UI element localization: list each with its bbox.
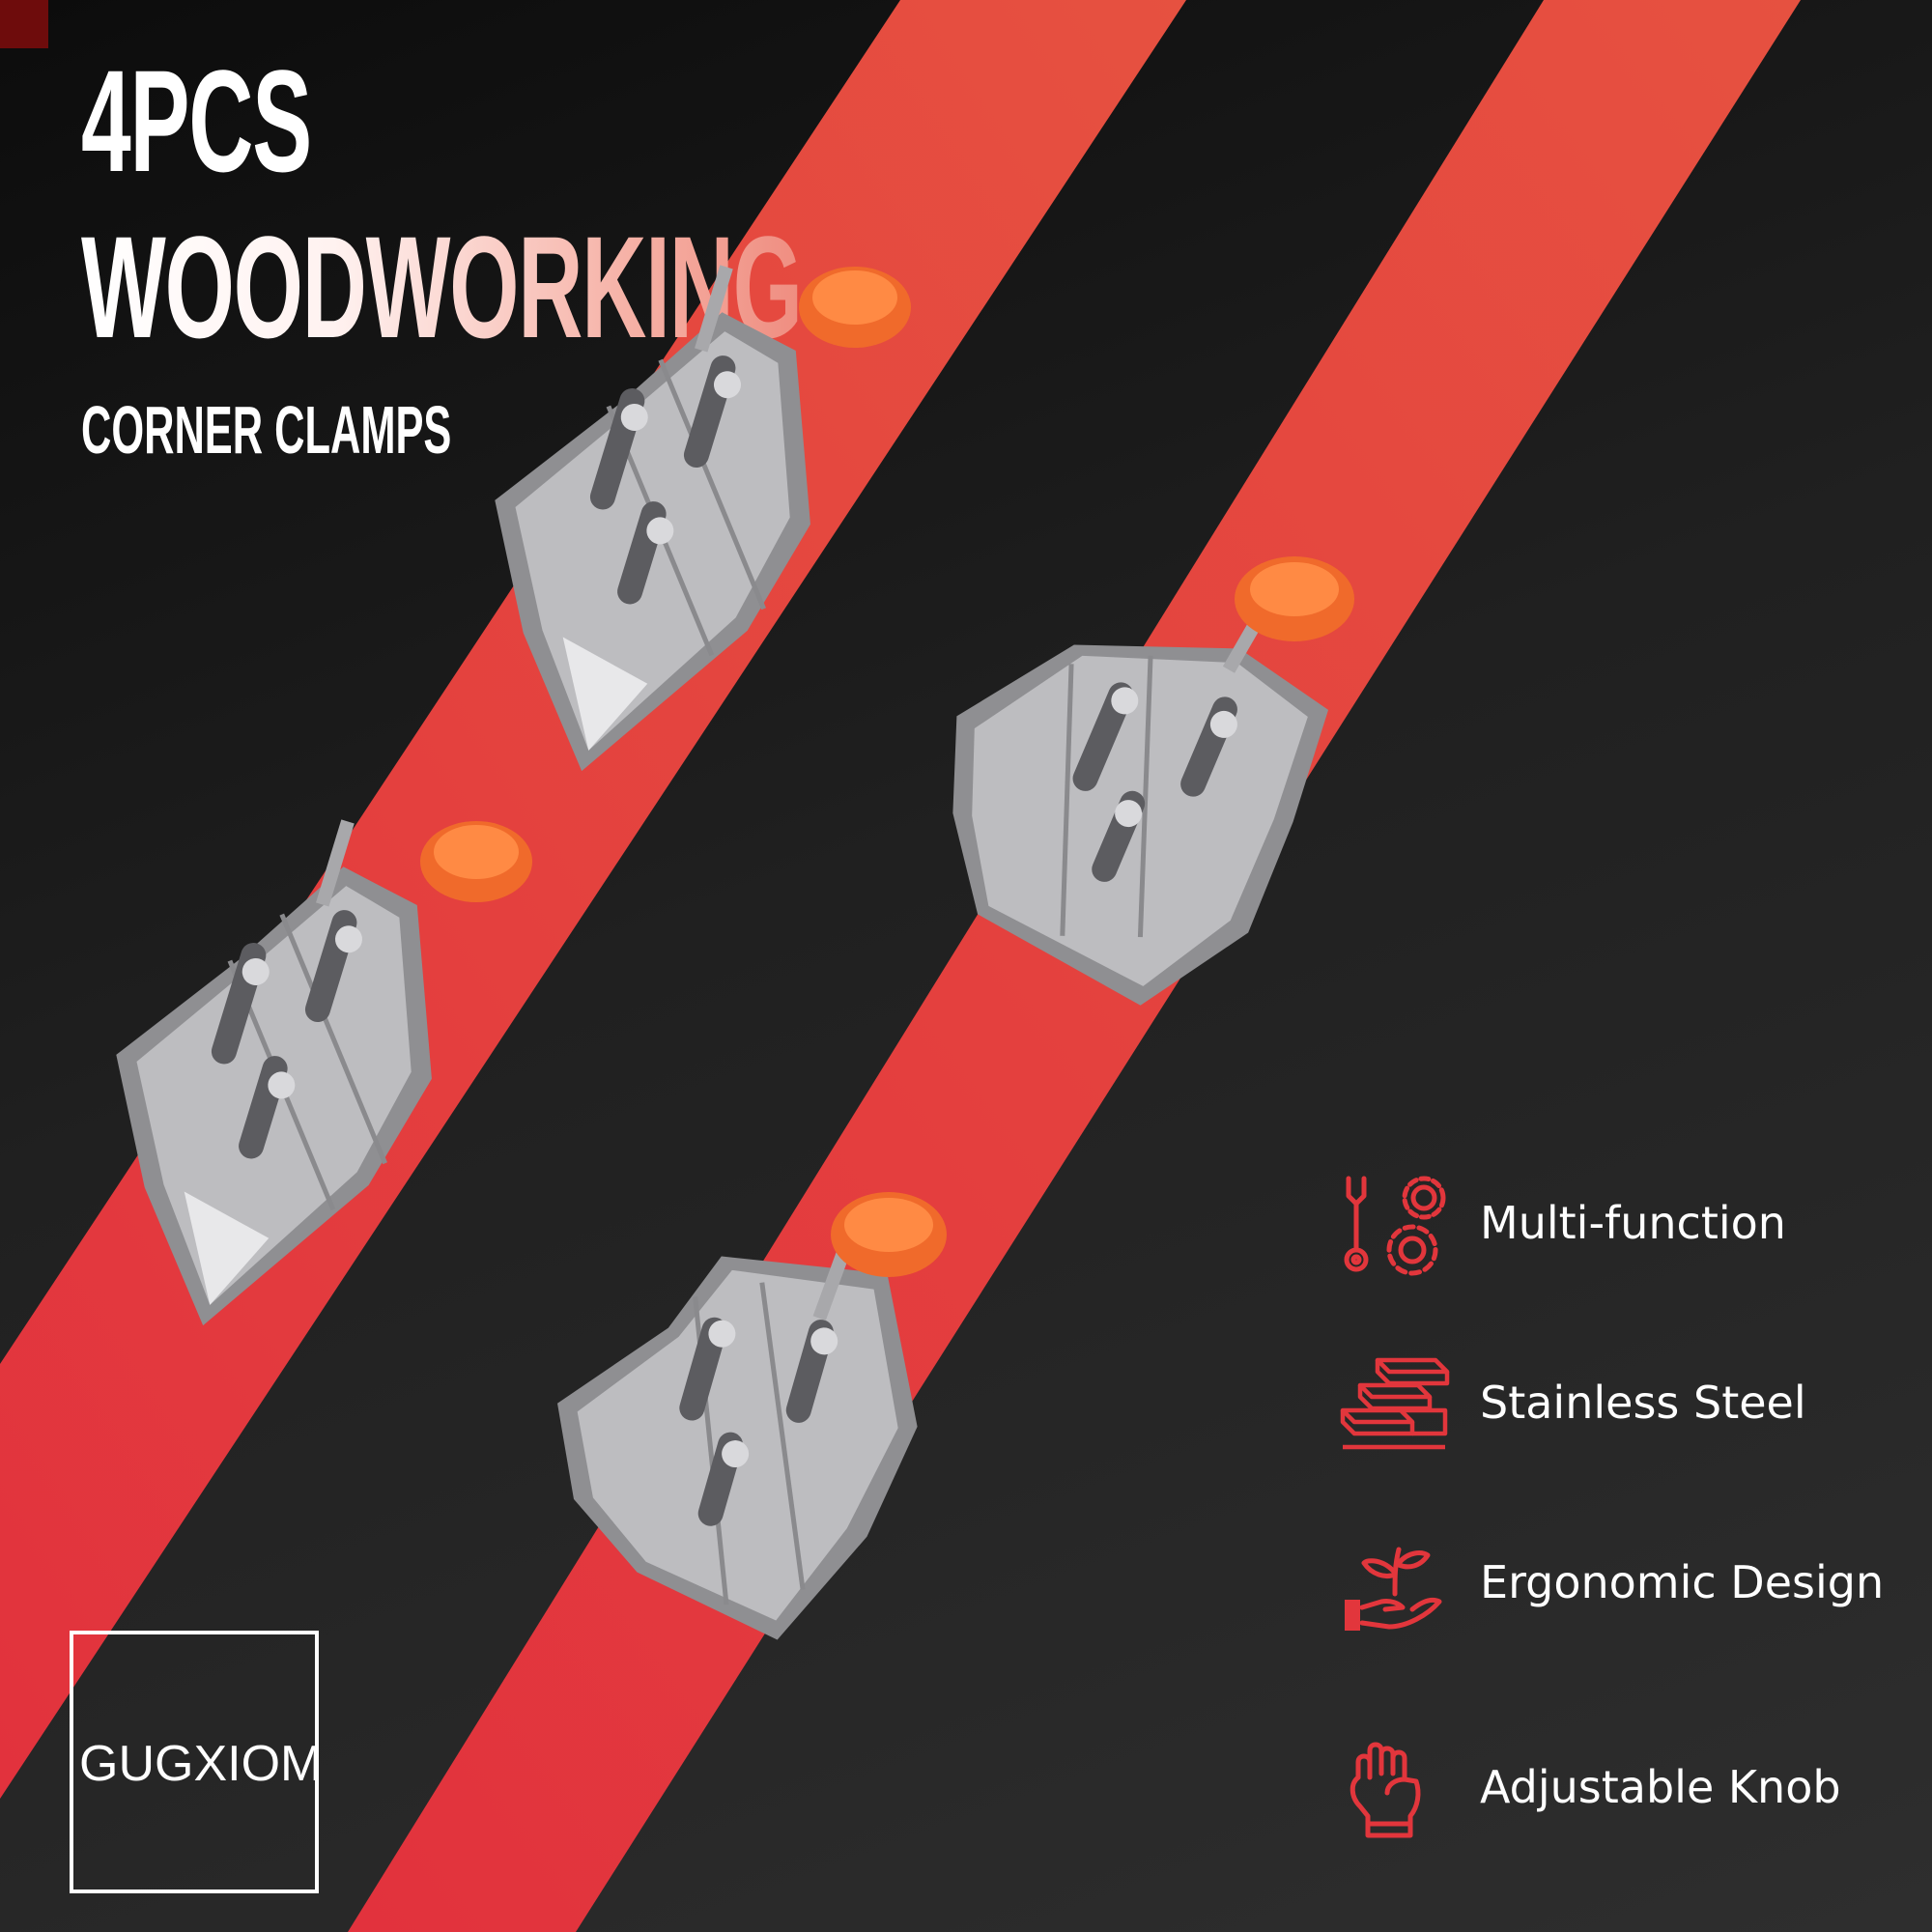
corner-clamp-image: [557, 1192, 947, 1640]
headline-quantity: 4PCS: [81, 40, 312, 202]
feature-label: Stainless Steel: [1480, 1377, 1806, 1429]
feature-ergonomic-design: Ergonomic Design: [1339, 1530, 1884, 1636]
feature-label: Multi-function: [1480, 1197, 1786, 1249]
feature-stainless-steel: Stainless Steel: [1339, 1350, 1880, 1457]
feature-label: Ergonomic Design: [1480, 1556, 1885, 1608]
red-stripe-left: [0, 0, 1186, 1799]
feature-multi-function: Multi-function: [1339, 1171, 1880, 1277]
wrench-gears-icon: [1344, 1176, 1446, 1276]
brand-name: GUGXIOM: [79, 1736, 323, 1792]
fist-icon: [1350, 1742, 1421, 1838]
steel-bars-icon: [1340, 1357, 1450, 1450]
hand-sprout-icon: [1345, 1547, 1442, 1631]
corner-clamp-image: [116, 819, 532, 1325]
headline-subtitle: CORNER CLAMPS: [81, 392, 452, 468]
corner-clamp-image: [495, 265, 911, 771]
feature-adjustable-knob: Adjustable Knob: [1339, 1735, 1880, 1841]
corner-clamp-image: [952, 556, 1354, 1006]
brand-logo: GUGXIOM: [70, 1631, 323, 1893]
corner-mark: [0, 0, 48, 48]
headline-product: WOODWORKING: [81, 206, 803, 368]
feature-label: Adjustable Knob: [1480, 1761, 1841, 1813]
